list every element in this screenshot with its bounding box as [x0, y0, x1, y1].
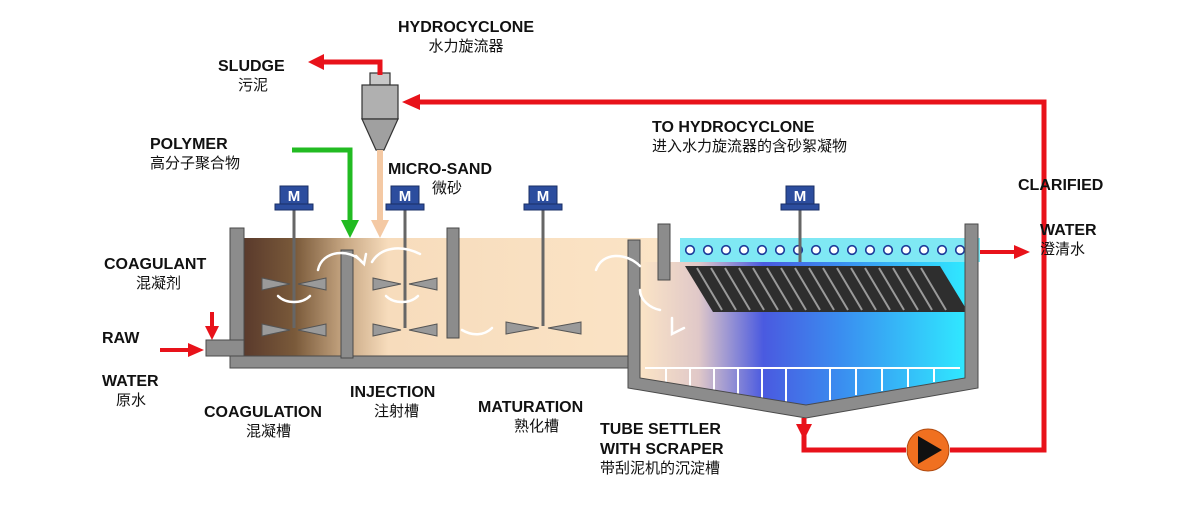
- label-tube-settler-zh: 带刮泥机的沉淀槽: [600, 460, 721, 477]
- label-tube-settler: TUBE SETTLER WITH SCRAPER 带刮泥机的沉淀槽: [600, 420, 724, 479]
- label-injection-zh: 注射槽: [374, 403, 420, 420]
- microsand-arrowhead: [371, 220, 389, 238]
- label-clarified-en: CLARIFIED: [1018, 177, 1104, 194]
- recycle-line: [801, 418, 906, 453]
- label-raw: RAW: [102, 329, 139, 349]
- sludge-drain-arrowhead: [796, 424, 812, 440]
- polymer-line: [292, 147, 353, 222]
- flow-arrows: [276, 247, 686, 337]
- scraper: [645, 367, 960, 403]
- label-sludge-en: SLUDGE: [218, 58, 285, 75]
- label-to-hydrocyclone-zh: 进入水力旋流器的含砂絮凝物: [652, 138, 848, 155]
- label-micro-sand-en: MICRO-SAND: [388, 161, 492, 178]
- label-coagulation-zh: 混凝槽: [246, 423, 292, 440]
- label-sludge-zh: 污泥: [238, 77, 269, 94]
- motor-symbol-3: M: [537, 188, 550, 205]
- label-micro-sand: MICRO-SAND 微砂: [388, 160, 492, 199]
- label-raw-en: RAW: [102, 330, 140, 347]
- mixer-shafts: [292, 210, 802, 328]
- sludge-arrowhead: [308, 54, 324, 70]
- label-injection: INJECTION 注射槽: [350, 383, 435, 422]
- hydrocyclone-body: [361, 72, 399, 151]
- motor-symbol-1: M: [288, 188, 301, 205]
- collection-holes: [684, 244, 966, 256]
- label-hydrocyclone-en: HYDROCYCLONE: [398, 19, 535, 36]
- label-water-out-zh: 澄清水: [1040, 241, 1086, 258]
- label-water-in-zh: 原水: [116, 392, 147, 409]
- recycle-return-line: [418, 99, 1047, 453]
- label-to-hydrocyclone: TO HYDROCYCLONE 进入水力旋流器的含砂絮凝物: [652, 118, 847, 157]
- motor-labels: M M M M: [288, 188, 807, 205]
- label-coagulant: COAGULANT 混凝剂: [104, 255, 206, 294]
- label-maturation: MATURATION 熟化槽: [478, 398, 583, 437]
- label-tube-settler-en2: WITH SCRAPER: [600, 441, 724, 458]
- label-maturation-zh: 熟化槽: [514, 418, 560, 435]
- label-water-out: WATER 澄清水: [1040, 221, 1097, 260]
- label-coagulant-en: COAGULANT: [104, 256, 207, 273]
- label-coagulation-en: COAGULATION: [204, 404, 322, 421]
- tube-settler-pack: [685, 266, 968, 312]
- label-sludge: SLUDGE 污泥: [218, 57, 285, 96]
- motors: [274, 185, 820, 211]
- label-polymer-en: POLYMER: [150, 136, 228, 153]
- label-tube-settler-en: TUBE SETTLER: [600, 421, 721, 438]
- sludge-line: [322, 59, 383, 75]
- label-injection-en: INJECTION: [350, 384, 436, 401]
- label-coagulant-zh: 混凝剂: [136, 275, 182, 292]
- pump-icon: [906, 428, 950, 472]
- label-water-in: WATER 原水: [102, 372, 159, 411]
- label-to-hydrocyclone-en: TO HYDROCYCLONE: [652, 119, 815, 136]
- motor-symbol-2: M: [399, 188, 412, 205]
- label-maturation-en: MATURATION: [478, 399, 584, 416]
- label-coagulation: COAGULATION 混凝槽: [204, 403, 322, 442]
- label-water-out-en: WATER: [1040, 222, 1097, 239]
- raw-water-arrowhead: [188, 343, 204, 357]
- tank-walls: [205, 223, 979, 419]
- motor-symbol-4: M: [794, 188, 807, 205]
- label-micro-sand-zh: 微砂: [432, 180, 463, 197]
- label-polymer-zh: 高分子聚合物: [150, 155, 241, 172]
- coagulant-arrowhead: [205, 326, 219, 340]
- impellers: [261, 277, 582, 337]
- label-polymer: POLYMER 高分子聚合物: [150, 135, 240, 174]
- label-hydrocyclone: HYDROCYCLONE 水力旋流器: [398, 18, 534, 57]
- label-clarified: CLARIFIED: [1018, 176, 1103, 196]
- label-hydrocyclone-zh: 水力旋流器: [428, 38, 504, 55]
- recycle-arrowhead: [402, 94, 420, 110]
- clarified-outlet-arrowhead: [1014, 245, 1030, 259]
- polymer-arrowhead: [341, 220, 359, 238]
- label-water-in-en: WATER: [102, 373, 159, 390]
